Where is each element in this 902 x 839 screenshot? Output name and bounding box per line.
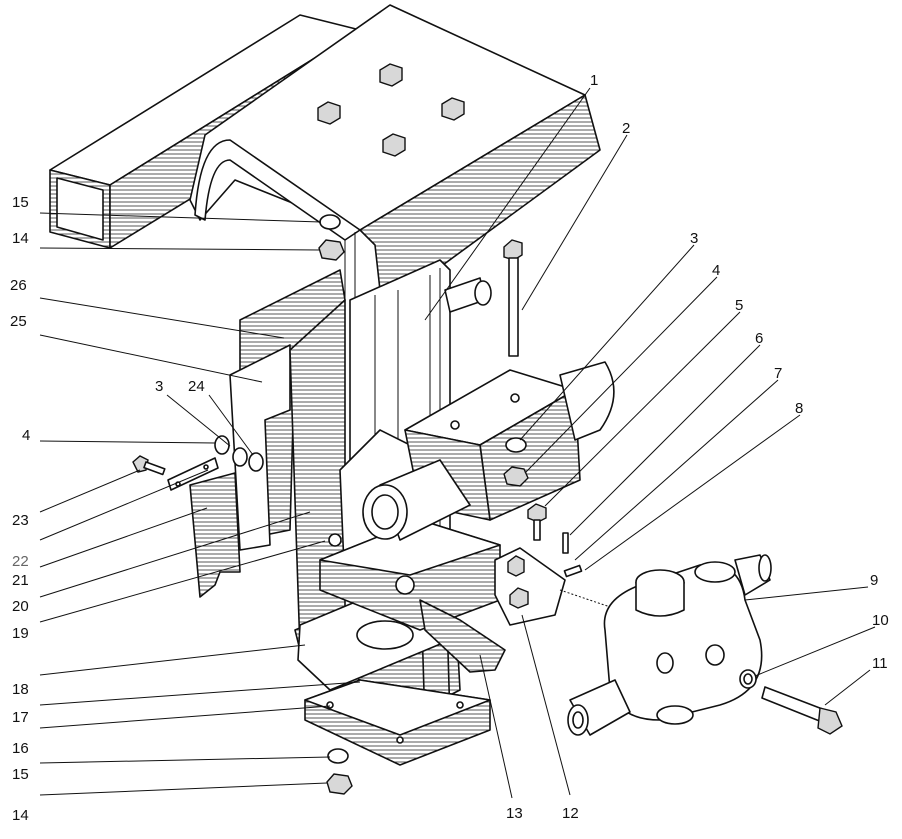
- long-bolt: [503, 239, 523, 357]
- callout-20: 20: [12, 598, 29, 615]
- callout-16: 16: [12, 740, 29, 757]
- callout-3-right: 3: [690, 230, 698, 247]
- callout-17: 17: [12, 709, 29, 726]
- callout-22: 22: [12, 553, 29, 570]
- callout-21: 21: [12, 572, 29, 589]
- washer-bolt-11: [739, 669, 843, 735]
- callout-7: 7: [774, 365, 782, 382]
- callout-14-bottom: 14: [12, 807, 29, 824]
- callout-3-left: 3: [155, 378, 163, 395]
- bolt-23: [132, 455, 166, 476]
- callout-18: 18: [12, 681, 29, 698]
- callout-26: 26: [10, 277, 27, 294]
- lever-bracket: [419, 547, 566, 673]
- leader-lines: [39, 87, 876, 799]
- callout-5: 5: [735, 297, 743, 314]
- shaft: [362, 361, 615, 541]
- callout-15-bottom: 15: [12, 766, 29, 783]
- top-bolt-heads: [317, 63, 465, 157]
- callout-13: 13: [506, 805, 523, 822]
- valve-body: [567, 554, 772, 736]
- callout-14-top: 14: [12, 230, 29, 247]
- short-pin: [444, 277, 492, 313]
- callout-8: 8: [795, 400, 803, 417]
- callout-11: 11: [872, 655, 888, 672]
- hanging-plate: [189, 472, 241, 598]
- callout-15-top: 15: [12, 194, 29, 211]
- callout-19: 19: [12, 625, 29, 642]
- callout-9: 9: [870, 572, 878, 589]
- callout-25: 25: [10, 313, 27, 330]
- callout-4-left: 4: [22, 427, 30, 444]
- callout-24: 24: [188, 378, 205, 395]
- callout-12: 12: [562, 805, 579, 822]
- callout-labels: 1 2 3 4 5 6 7 8 9 10 11 12 13 14 15 16 1…: [10, 72, 889, 824]
- callout-1: 1: [590, 72, 598, 89]
- callout-2: 2: [622, 120, 630, 137]
- callout-4-right: 4: [712, 262, 720, 279]
- bottom-nuts: [326, 748, 353, 795]
- bearing-nuts: [503, 437, 529, 487]
- callout-23: 23: [12, 512, 29, 529]
- callout-6: 6: [755, 330, 763, 347]
- callout-10: 10: [872, 612, 889, 629]
